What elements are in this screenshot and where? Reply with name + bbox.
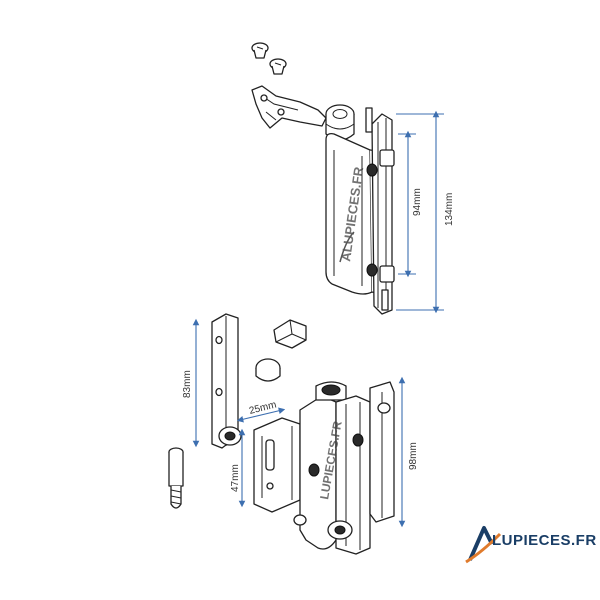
dimension-98mm: 98mm [398,376,419,528]
dimension-label: 83mm [182,370,193,398]
screw-icon [251,42,269,59]
dimension-label: 94mm [412,188,423,216]
hinge-pin [168,447,184,509]
mounting-plate [211,313,242,449]
upper-hinge-leaf [325,107,395,315]
brand-logo: LUPIECES.FR [465,526,597,564]
dimension-83mm: 83mm [182,318,200,448]
lower-hinge-leaf [293,381,395,555]
logo-mark-icon [465,526,502,564]
dimension-label: 98mm [408,442,419,470]
dimension-label: 47mm [230,464,241,492]
dimension-134mm: 134mm [396,110,455,314]
round-cap [255,358,281,382]
screw-icon [269,58,287,75]
dimension-47mm: 47mm [230,428,246,508]
watermark-swoosh-icon [339,231,355,263]
cover-cap [273,319,307,349]
hinge-arm-bracket [251,85,327,129]
dimension-25mm: 25mm [236,400,286,423]
dimension-label: 134mm [444,193,455,226]
upper-hinge-assembly: ALUPIECES.FR 94mm 134mm [251,42,455,315]
lower-hinge-assembly: LUPIECES.FR 83mm 25mm 47mm 98mm [168,313,419,555]
dimension-94mm: 94mm [398,130,423,278]
small-leaf [253,417,301,513]
logo-text: LUPIECES.FR [492,532,597,549]
